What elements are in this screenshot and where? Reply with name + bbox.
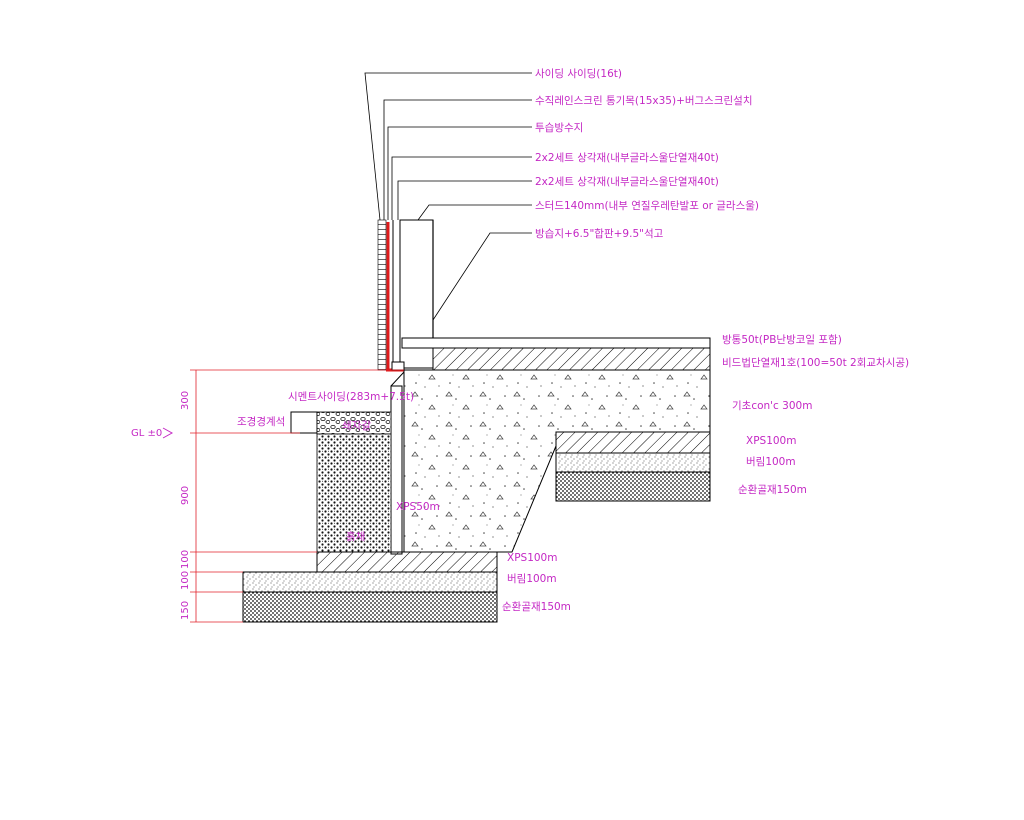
bottom-plate [391,361,405,371]
callout-stud: 스터드140mm(내부 연질우레탄발포 or 글라스울) [535,200,759,212]
callout-leaders [364,72,532,321]
note-backfill: 흙채 [346,530,365,543]
xps-footing-layer [316,551,498,573]
note-xps-vertical: XPS50m [396,501,440,513]
dim-900: 900 [180,486,191,505]
stem-outline [390,371,405,387]
mortar-footing-layer [242,571,498,593]
mortar-slab-layer [555,452,711,473]
callout-vapor-barrier: 방습지+6.5"합판+9.5"석고 [535,228,664,240]
dim-150: 150 [180,601,191,620]
callout-strapping-2: 2x2세트 상각재(내부글라스울단열재40t) [535,176,719,188]
note-mortar-slab: 버림100m [746,456,796,468]
note-foundation-concrete: 기초con'c 300m [732,400,812,412]
backfill-soil [316,433,392,553]
gl-level-label: GL ±0 [131,428,162,439]
callout-membrane: 투습방수지 [535,122,583,134]
note-landscape-stone: 조경경계석 [237,415,285,428]
note-mortar-footing: 버림100m [507,573,557,585]
exterior-ground [290,411,392,553]
xps-vertical-strip [390,385,403,555]
note-xps-slab: XPS100m [746,435,796,447]
slab-note-screed: 방통50t(PB난방코일 포함) [722,333,842,346]
footing-layers [242,551,498,623]
slab-top-line [401,337,711,349]
callout-strapping-1: 2x2세트 상각재(내부글라스울단열재40t) [535,152,719,164]
gl-level-marker [162,427,174,439]
note-gravel-slab: 순환골재150m [738,484,807,496]
callout-siding: 사이딩 사이딩(16t) [535,68,622,80]
note-cement-siding: 시멘트사이딩(283m+7.5t) [288,391,414,403]
gravel-slab-layer [555,471,711,502]
siding-layer [377,219,387,371]
dim-100-upper: 100 [180,550,191,569]
note-gravel-footing: 순환골재150m [502,601,571,613]
dim-300: 300 [180,391,191,410]
dimension-texts: 300 900 100 100 150 [180,391,191,620]
landscape-edge-stone [290,411,318,434]
screed-layer [432,347,711,371]
callout-rainscreen: 수직레인스크린 통기목(15x35)+버그스크린설치 [535,95,752,107]
gravel-footing-layer [242,591,498,623]
slab-sublayers [555,431,711,502]
note-gravel-fill: 쇄자갈 [342,419,371,432]
note-xps-footing: XPS100m [507,552,557,564]
slab-note-insulation: 비드법단열재1호(100=50t 2회교차시공) [722,357,909,369]
dimension-chain [190,369,404,623]
floor-slab [401,337,711,371]
xps-slab-layer [555,431,711,454]
dim-100-lower: 100 [180,571,191,590]
